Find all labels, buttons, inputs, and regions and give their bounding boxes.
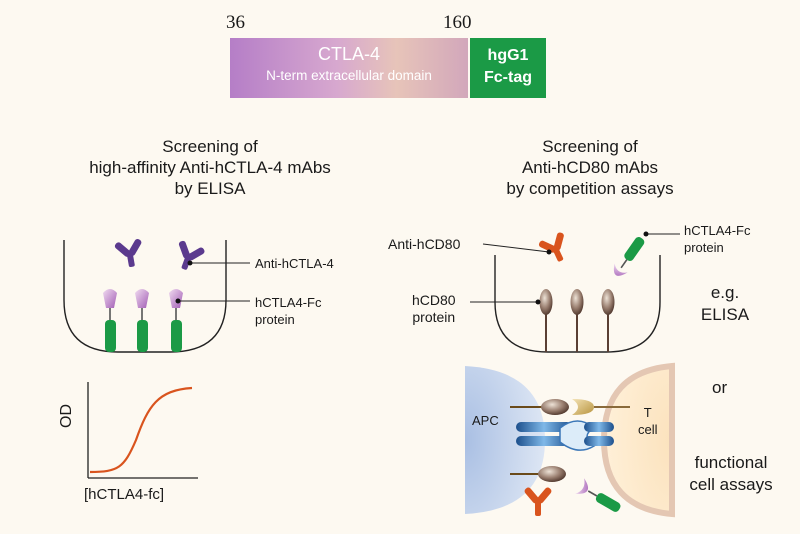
anti-hcd80-antibody [538,232,564,262]
right-title-line2: Anti-hCD80 mAbs [521,158,659,177]
curve-xlabel: [hCTLA4-fc] [84,486,165,503]
hctla4-fc-cell [575,478,621,512]
cd80-on-apc [541,399,569,415]
hctla4-fc-protein [169,289,183,352]
label-functional: functional [694,453,768,472]
label-hcd80-protein: hCD80 protein [412,292,456,326]
label-anti-hctla4: Anti-hCTLA-4 [255,256,334,271]
label-cell-assays: cell assays [689,475,773,494]
label-cell: cell [638,422,658,437]
anti-ctla4-antibody [178,240,205,270]
label-t-cell: T cell [638,404,658,438]
t-cell [600,362,675,518]
hctla4-fc-protein [135,289,149,352]
hctla4-fc-protein [103,289,117,352]
left-title-line3: by ELISA [174,179,246,198]
left-panel-title: Screening of high-affinity Anti-hCTLA-4 … [40,136,380,199]
hcd80-protein [601,289,615,352]
fc-tag-line2: Fc-tag [484,69,532,86]
ctla4-domain-name: CTLA-4 [317,44,380,64]
anti-ctla4-antibody [114,239,142,268]
right-panel-title: Screening of Anti-hCD80 mAbs by competit… [440,136,740,199]
left-title-line2: high-affinity Anti-hCTLA-4 mAbs [89,158,331,177]
label-apc: APC [472,413,499,428]
label-functional-assays: functional cell assays [676,452,786,496]
domain-end-number: 160 [443,12,472,33]
label-hctla4-fc-line2: protein [255,312,295,327]
apc-cell [465,366,545,514]
right-title-line3: by competition assays [506,179,674,198]
hcd80-protein [570,289,584,352]
fc-tag-line1: hgG1 [487,47,529,64]
binding-curve [89,386,193,474]
label-hctla4-fc-line1: hCTLA4-Fc [255,295,322,310]
anti-hcd80-antibody-cell [524,487,552,516]
label-eg-elisa: e.g. ELISA [690,282,760,326]
right-title-line1: Screening of [542,137,638,156]
label-eg: e.g. [710,283,740,302]
label-cd80-line2: protein [412,309,456,325]
label-hctla4-fc-protein: hCTLA4-Fc protein [255,294,321,328]
curve-ylabel: OD [58,404,75,428]
label-fc-right-line2: protein [684,240,724,255]
floating-hctla4-fc [613,237,645,276]
cd28-receptor [572,399,594,415]
label-fc-right-line1: hCTLA4-Fc [684,223,751,238]
leader-anti-hcd80 [482,243,550,253]
label-elisa: ELISA [700,305,750,324]
domain-start-number: 36 [226,12,245,33]
fc-tag-bar: hgG1 Fc-tag [470,38,546,98]
mhc-tcr-complex [516,420,614,451]
cd80-bottom [538,466,566,482]
label-hctla4-fc-right: hCTLA4-Fc protein [684,222,750,256]
ctla4-domain-subtitle: N-term extracellular domain [266,68,432,83]
ctla4-domain-bar: CTLA-4 N-term extracellular domain [230,38,468,98]
label-or: or [712,378,728,397]
hcd80-protein [539,289,553,352]
left-title-line1: Screening of [162,137,258,156]
label-t: T [643,405,652,420]
label-anti-hcd80: Anti-hCD80 [388,236,461,252]
label-cd80-line1: hCD80 [412,292,456,308]
